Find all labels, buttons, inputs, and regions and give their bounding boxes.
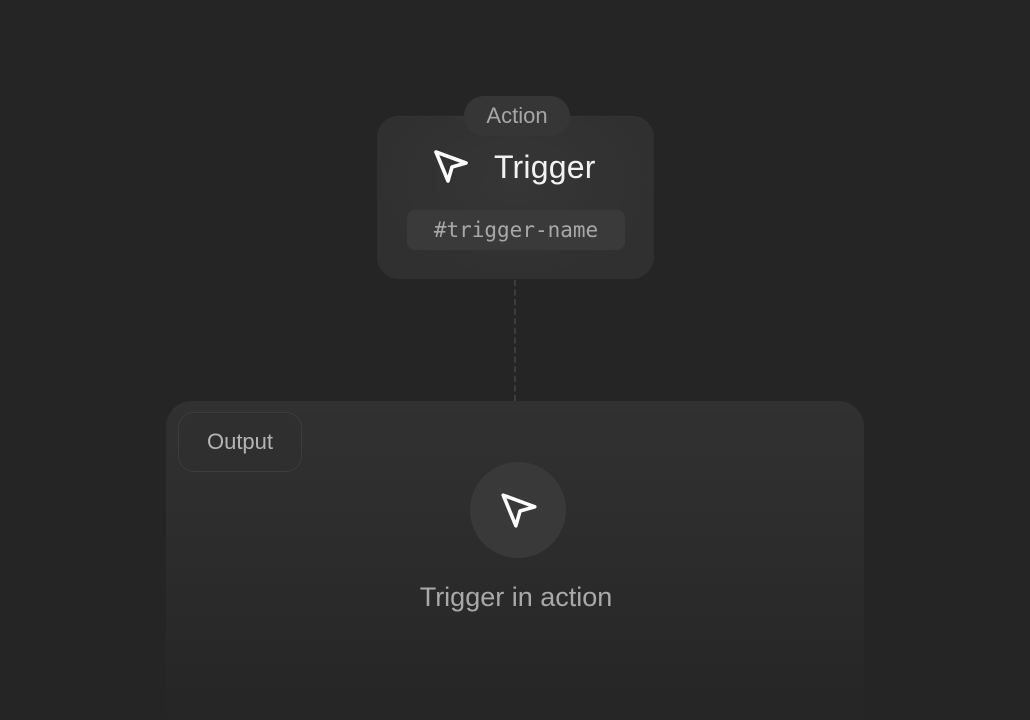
trigger-name-chip: #trigger-name — [407, 210, 625, 250]
trigger-header: Trigger — [432, 146, 596, 188]
output-caption: Trigger in action — [419, 582, 613, 612]
output-icon-container — [470, 462, 566, 558]
cursor-arrow-icon — [432, 148, 470, 186]
trigger-title: Trigger — [494, 149, 596, 185]
action-card[interactable] — [377, 116, 654, 279]
output-tag: Output — [178, 412, 302, 472]
cursor-arrow-icon — [499, 491, 539, 531]
connector-line — [514, 280, 516, 401]
action-tag: Action — [464, 96, 570, 136]
